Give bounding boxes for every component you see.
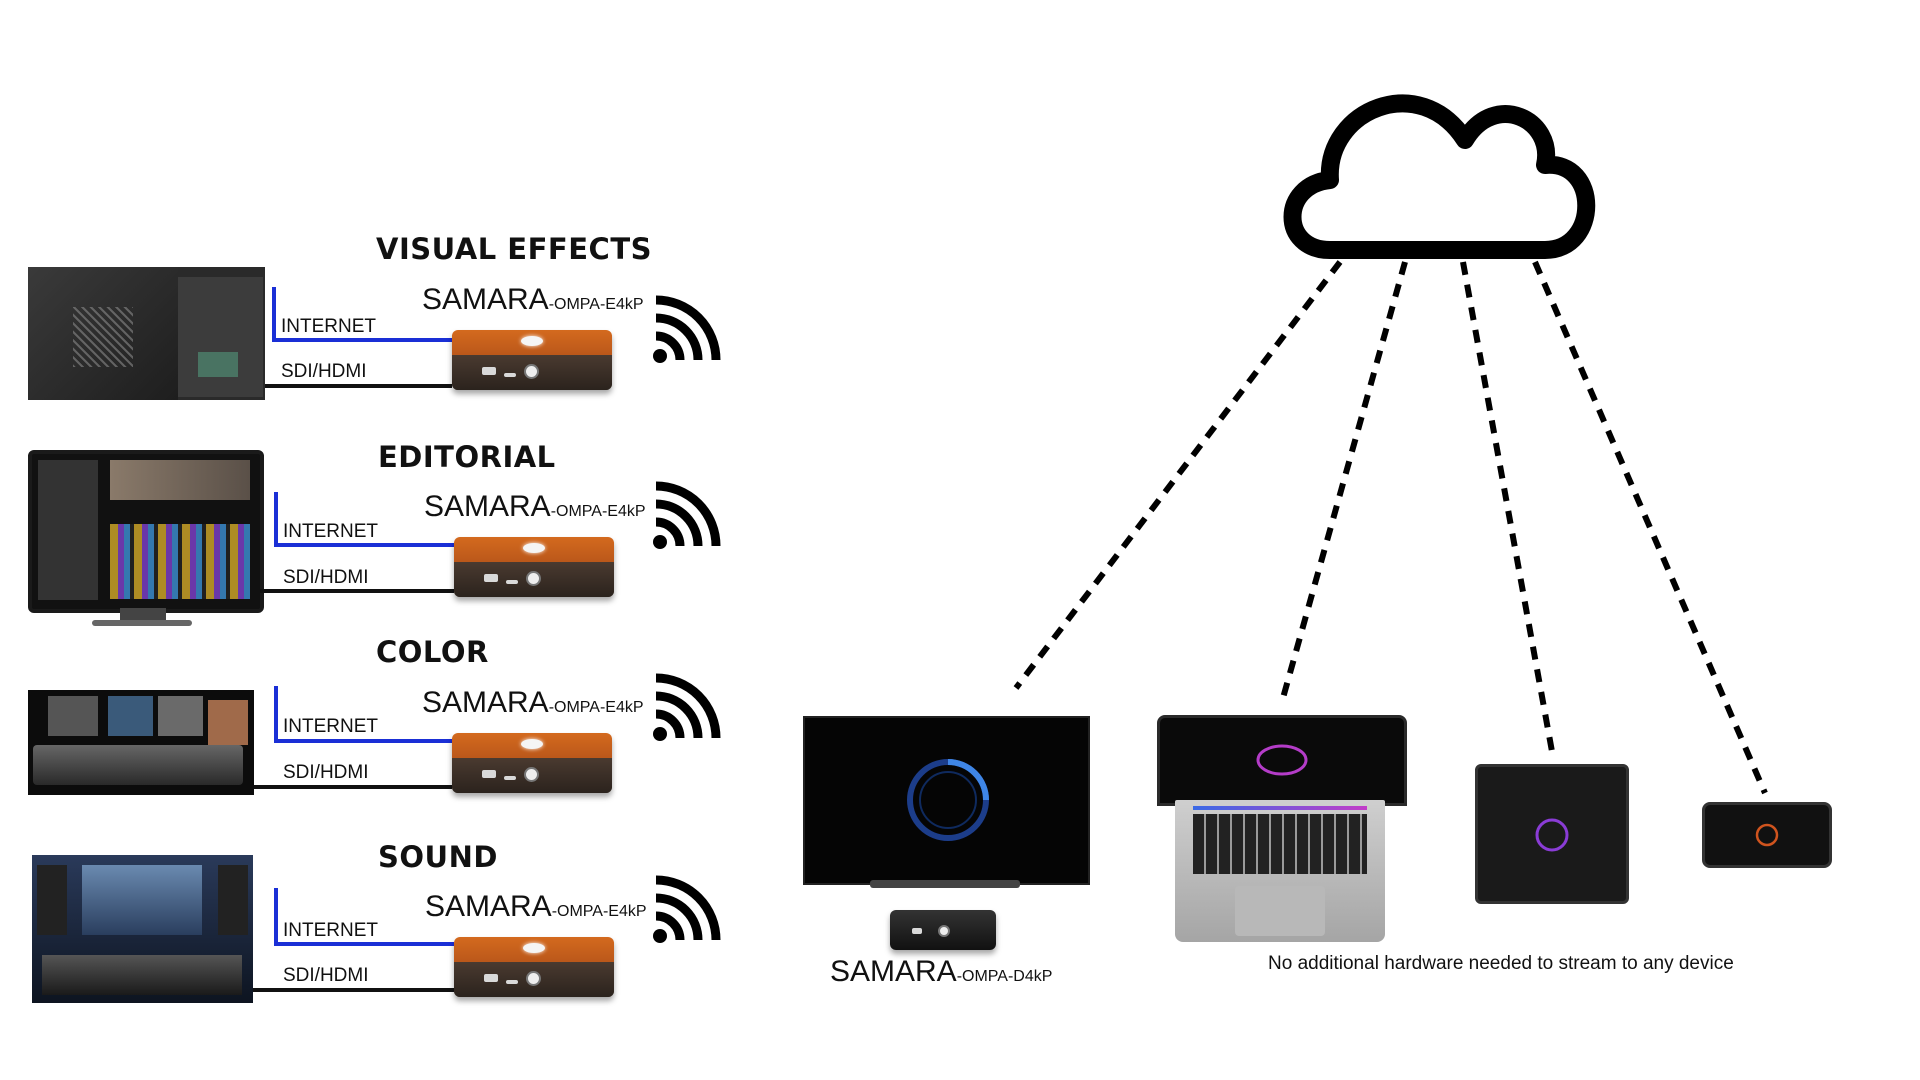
footer-note: No additional hardware needed to stream … <box>1268 953 1734 974</box>
link-to-tablet <box>1460 261 1556 758</box>
internet-line-sound <box>274 888 278 946</box>
internet-line-color <box>274 686 278 742</box>
internet-line-color-h <box>274 739 452 743</box>
tv-device <box>803 716 1090 885</box>
device-model: -OMPA-E4kP <box>548 296 644 313</box>
laptop-logo-ring <box>1256 744 1308 776</box>
internet-label-editorial: INTERNET <box>283 521 378 542</box>
sdi-line-color <box>254 785 452 789</box>
decoder-label: SAMARA-OMPA-D4kP <box>830 955 1052 989</box>
row-title-color: COLOR <box>376 635 489 669</box>
encoder-label-editorial: SAMARA-OMPA-E4kP <box>424 490 646 524</box>
device-model: -OMPA-E4kP <box>551 903 647 920</box>
editorial-monitor <box>28 450 264 613</box>
laptop-keyboard <box>1175 800 1385 942</box>
device-model: -OMPA-E4kP <box>550 503 646 520</box>
wifi-icon <box>653 673 721 741</box>
internet-line-editorial <box>274 492 278 546</box>
internet-label-sound: INTERNET <box>283 920 378 941</box>
wifi-icon <box>653 875 721 943</box>
monitor-stand <box>120 608 166 622</box>
internet-line-vfx-h <box>272 338 452 342</box>
internet-line-vfx <box>272 287 276 341</box>
device-model: -OMPA-D4kP <box>956 968 1053 985</box>
link-to-tv <box>1013 260 1343 690</box>
samara-logo-ring <box>907 759 989 841</box>
color-suite-image <box>28 690 254 795</box>
wifi-icon <box>653 295 721 363</box>
internet-line-editorial-h <box>274 543 454 547</box>
encoder-box-vfx <box>452 330 612 390</box>
tablet-device <box>1475 764 1629 904</box>
device-name: SAMARA <box>830 955 957 988</box>
laptop-device <box>1157 715 1407 806</box>
sdi-line-vfx <box>265 384 452 388</box>
sdi-label-color: SDI/HDMI <box>283 762 369 783</box>
device-name: SAMARA <box>422 686 549 719</box>
encoder-box-sound <box>454 937 614 997</box>
phone-logo-ring <box>1755 823 1779 847</box>
sdi-label-editorial: SDI/HDMI <box>283 567 369 588</box>
sound-studio-image <box>32 855 253 1003</box>
encoder-box-editorial <box>454 537 614 597</box>
phone-device <box>1702 802 1832 868</box>
internet-label-vfx: INTERNET <box>281 316 376 337</box>
row-title-vfx: VISUAL EFFECTS <box>376 232 652 266</box>
encoder-label-color: SAMARA-OMPA-E4kP <box>422 686 644 720</box>
link-to-laptop <box>1280 261 1408 699</box>
sdi-line-sound <box>253 988 454 992</box>
tablet-logo-ring <box>1535 818 1569 852</box>
encoder-label-sound: SAMARA-OMPA-E4kP <box>425 890 647 924</box>
row-title-sound: SOUND <box>378 840 498 874</box>
internet-label-color: INTERNET <box>283 716 378 737</box>
sdi-line-editorial <box>260 589 454 593</box>
device-name: SAMARA <box>422 283 549 316</box>
row-title-editorial: EDITORIAL <box>378 440 556 474</box>
tv-base <box>870 880 1020 888</box>
cloud-icon <box>1283 94 1596 259</box>
encoder-box-color <box>452 733 612 793</box>
wifi-icon <box>653 481 721 549</box>
sdi-label-sound: SDI/HDMI <box>283 965 369 986</box>
sdi-label-vfx: SDI/HDMI <box>281 361 367 382</box>
decoder-box <box>890 910 996 950</box>
device-name: SAMARA <box>424 490 551 523</box>
link-to-phone <box>1532 260 1768 795</box>
internet-line-sound-h <box>274 942 454 946</box>
device-name: SAMARA <box>425 890 552 923</box>
vfx-screenshot <box>28 267 265 400</box>
monitor-base <box>92 620 192 626</box>
encoder-label-vfx: SAMARA-OMPA-E4kP <box>422 283 644 317</box>
device-model: -OMPA-E4kP <box>548 699 644 716</box>
